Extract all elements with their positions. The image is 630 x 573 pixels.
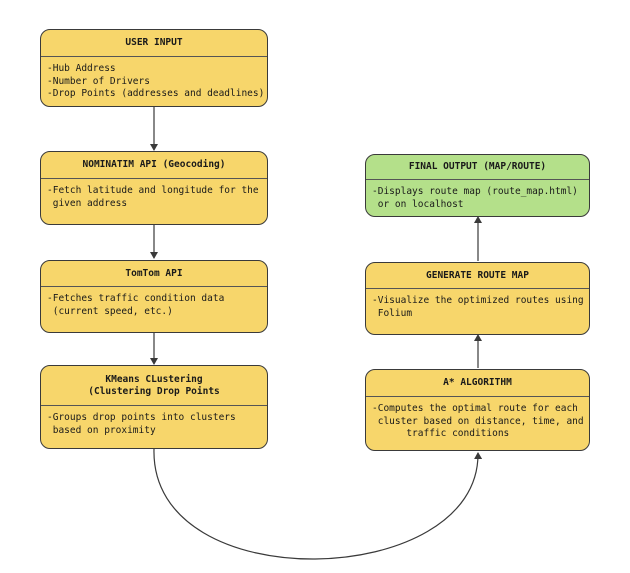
generate-route-map-line: -Visualize the optimized routes using xyxy=(372,295,584,306)
generate-route-map-line: Folium xyxy=(372,307,413,319)
nominatim-api-title: NOMINATIM API (Geocoding) xyxy=(41,152,267,179)
kmeans-clustering-body: -Groups drop points into clusters based … xyxy=(41,406,267,437)
astar-algorithm-body: -Computes the optimal route for each clu… xyxy=(366,397,589,441)
tomtom-api-title-text: TomTom API xyxy=(125,267,183,279)
astar-algorithm-box: A* ALGORITHM -Computes the optimal route… xyxy=(365,369,590,451)
final-output-title-text: FINAL OUTPUT (MAP/ROUTE) xyxy=(408,161,547,172)
final-output-title: FINAL OUTPUT (MAP/ROUTE) xyxy=(366,155,589,180)
user-input-line: -Number of Drivers xyxy=(47,75,150,87)
user-input-body: -Hub Address -Number of Drivers -Drop Po… xyxy=(41,57,267,101)
astar-algorithm-line: -Computes the optimal route for each xyxy=(372,403,578,414)
kmeans-clustering-title-line2: (Clustering Drop Points xyxy=(88,385,220,397)
final-output-box: FINAL OUTPUT (MAP/ROUTE) -Displays route… xyxy=(365,154,590,217)
kmeans-clustering-title: KMeans CLustering (Clustering Drop Point… xyxy=(41,366,267,406)
nominatim-api-line: given address xyxy=(47,197,128,209)
astar-algorithm-line: cluster based on distance, time, and xyxy=(372,415,584,427)
tomtom-api-line: (current speed, etc.) xyxy=(47,305,173,317)
tomtom-api-body: -Fetches traffic condition data (current… xyxy=(41,287,267,318)
generate-route-map-title-text: GENERATE ROUTE MAP xyxy=(426,269,529,281)
kmeans-clustering-title-line1: KMeans CLustering xyxy=(105,373,203,385)
tomtom-api-line: -Fetches traffic condition data xyxy=(47,293,225,304)
generate-route-map-title: GENERATE ROUTE MAP xyxy=(366,263,589,289)
astar-algorithm-line: traffic conditions xyxy=(372,428,510,439)
nominatim-api-body: -Fetch latitude and longitude for the gi… xyxy=(41,179,267,210)
nominatim-api-box: NOMINATIM API (Geocoding) -Fetch latitud… xyxy=(40,151,268,225)
final-output-line: -Displays route map (route_map.html) xyxy=(372,186,578,197)
user-input-box: USER INPUT -Hub Address -Number of Drive… xyxy=(40,29,268,107)
arrow-kmeans-to-astar-curve xyxy=(153,448,483,560)
nominatim-api-line: -Fetch latitude and longitude for the xyxy=(47,185,259,196)
user-input-line: -Drop Points (addresses and deadlines) xyxy=(47,88,265,99)
tomtom-api-box: TomTom API -Fetches traffic condition da… xyxy=(40,260,268,333)
user-input-title: USER INPUT xyxy=(41,30,267,57)
generate-route-map-box: GENERATE ROUTE MAP -Visualize the optimi… xyxy=(365,262,590,335)
kmeans-clustering-line: -Groups drop points into clusters xyxy=(47,412,236,423)
astar-algorithm-title-text: A* ALGORITHM xyxy=(443,377,512,388)
user-input-line: -Hub Address xyxy=(47,63,116,74)
kmeans-clustering-box: KMeans CLustering (Clustering Drop Point… xyxy=(40,365,268,449)
tomtom-api-title: TomTom API xyxy=(41,261,267,287)
generate-route-map-body: -Visualize the optimized routes using Fo… xyxy=(366,289,589,320)
final-output-body: -Displays route map (route_map.html) or … xyxy=(366,180,589,211)
astar-algorithm-title: A* ALGORITHM xyxy=(366,370,589,397)
nominatim-api-title-text: NOMINATIM API (Geocoding) xyxy=(82,159,226,170)
kmeans-clustering-line: based on proximity xyxy=(47,424,156,436)
final-output-line: or on localhost xyxy=(372,198,464,210)
user-input-title-text: USER INPUT xyxy=(125,37,183,48)
